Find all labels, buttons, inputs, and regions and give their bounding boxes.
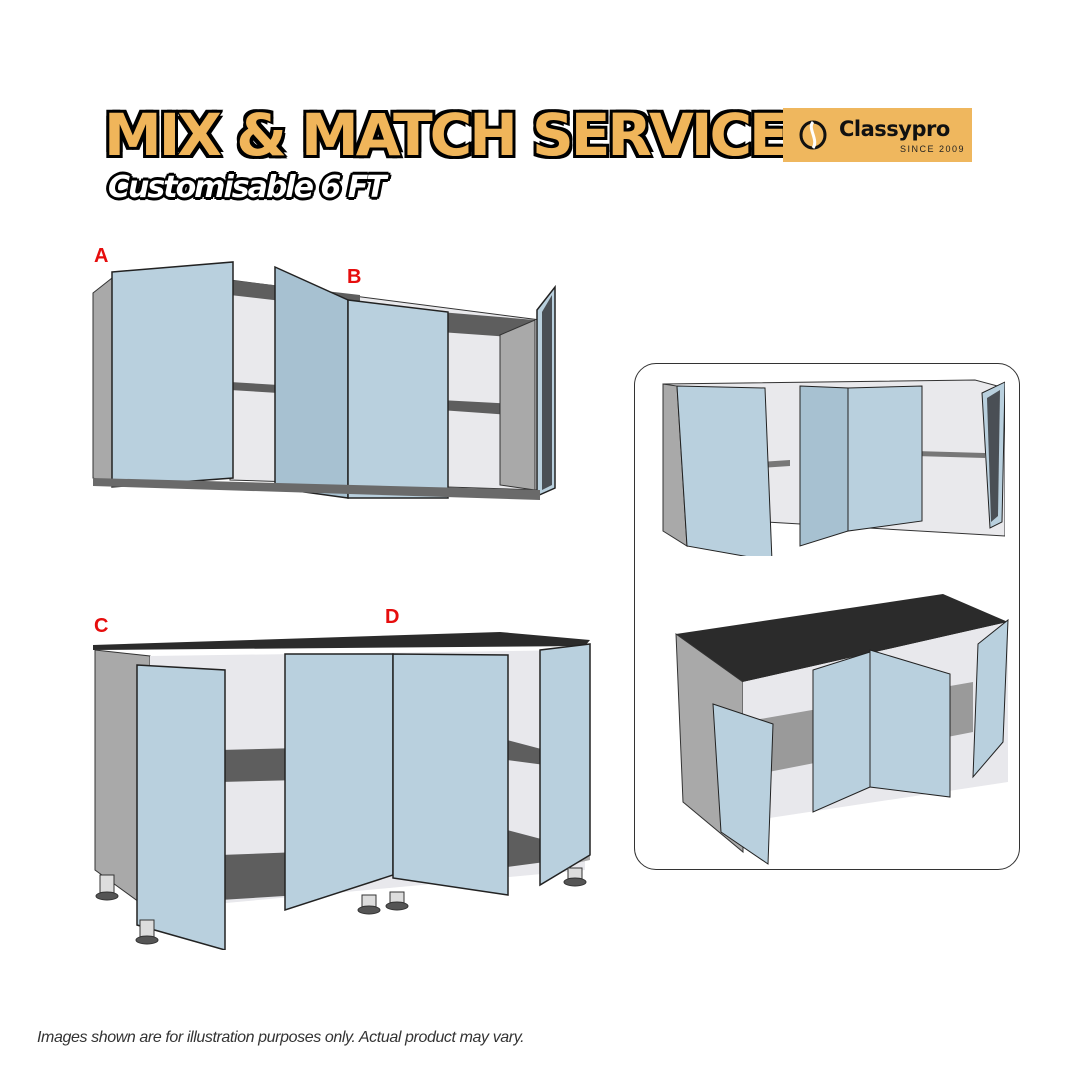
classypro-logo-icon: [799, 120, 827, 150]
wall-cabinet-preview: [662, 379, 1005, 556]
base-cabinet-preview: [675, 594, 1009, 865]
base-cabinet-illustration: [93, 632, 591, 950]
preview-panel: [634, 363, 1020, 870]
label-c: C: [94, 615, 109, 637]
label-b: B: [347, 266, 362, 288]
page-title: MIX & MATCH SERVICE: [103, 100, 791, 171]
brand-name: Classypro: [839, 117, 950, 141]
label-d: D: [385, 606, 400, 628]
disclaimer-text: Images shown are for illustration purpos…: [37, 1029, 525, 1046]
brand-logo: Classypro SINCE 2009: [783, 108, 972, 162]
wall-cabinet-illustration: [92, 261, 556, 500]
page-subtitle: Customisable 6 FT: [108, 170, 387, 205]
brand-tagline: SINCE 2009: [900, 144, 966, 154]
label-a: A: [94, 245, 109, 267]
